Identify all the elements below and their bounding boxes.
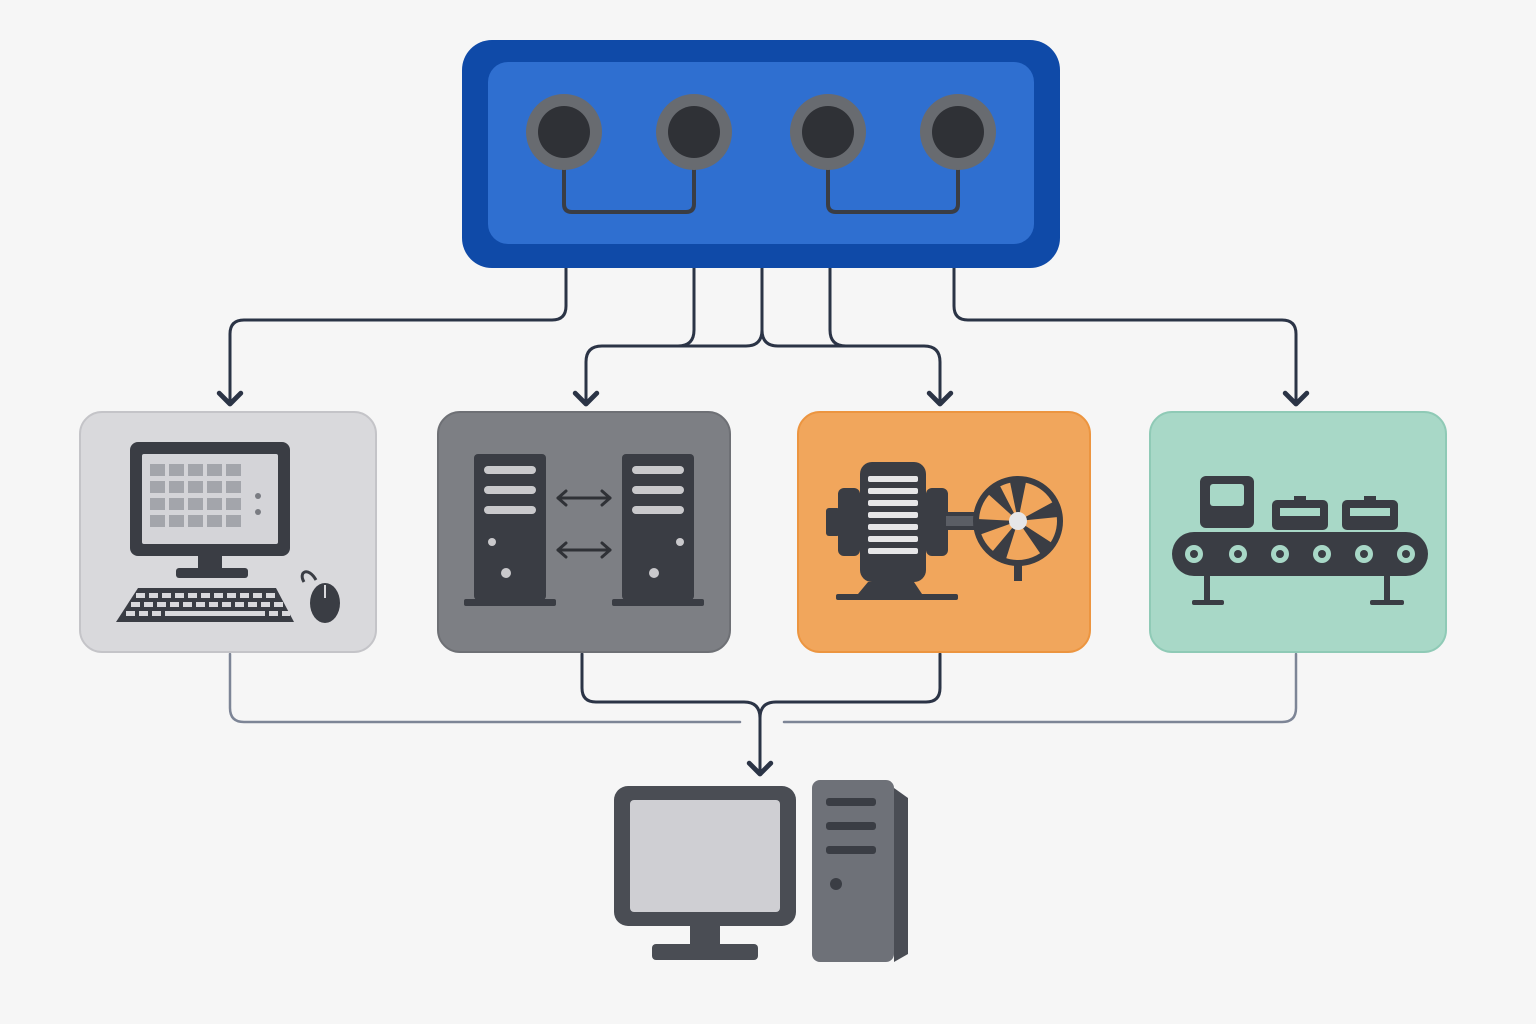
motor-node xyxy=(797,411,1091,653)
edge-servers-sink xyxy=(580,652,774,777)
switch-port-links xyxy=(562,168,960,214)
edge-hub-center xyxy=(572,266,764,407)
motor-fan-icon xyxy=(826,462,1063,600)
switch-port-4 xyxy=(920,94,996,170)
workstation-node xyxy=(79,411,377,653)
edge-motor-sink xyxy=(758,652,942,720)
conveyor-belt-icon xyxy=(1172,476,1428,605)
desktop-tower-icon xyxy=(614,780,908,962)
edge-hub-workstation xyxy=(216,266,568,407)
conveyor-node xyxy=(1149,411,1447,653)
edge-hub-conveyor xyxy=(952,266,1310,407)
switch-port-1 xyxy=(526,94,602,170)
switch-port-3 xyxy=(790,94,866,170)
server-pair-node xyxy=(437,411,731,653)
edge-conveyor-sink xyxy=(782,652,1298,724)
switch-port-2 xyxy=(656,94,732,170)
sink-connectors xyxy=(228,652,1298,724)
edge-hub-port3 xyxy=(828,266,848,348)
server-sync-icon xyxy=(464,454,704,606)
edge-workstation-sink xyxy=(228,652,742,724)
network-switch-icon xyxy=(462,40,1060,268)
edge-hub-port2 xyxy=(676,266,696,348)
hub-connectors xyxy=(216,266,1310,407)
edge-hub-center-right xyxy=(760,328,954,407)
desktop-keyboard-mouse-icon xyxy=(116,442,340,623)
